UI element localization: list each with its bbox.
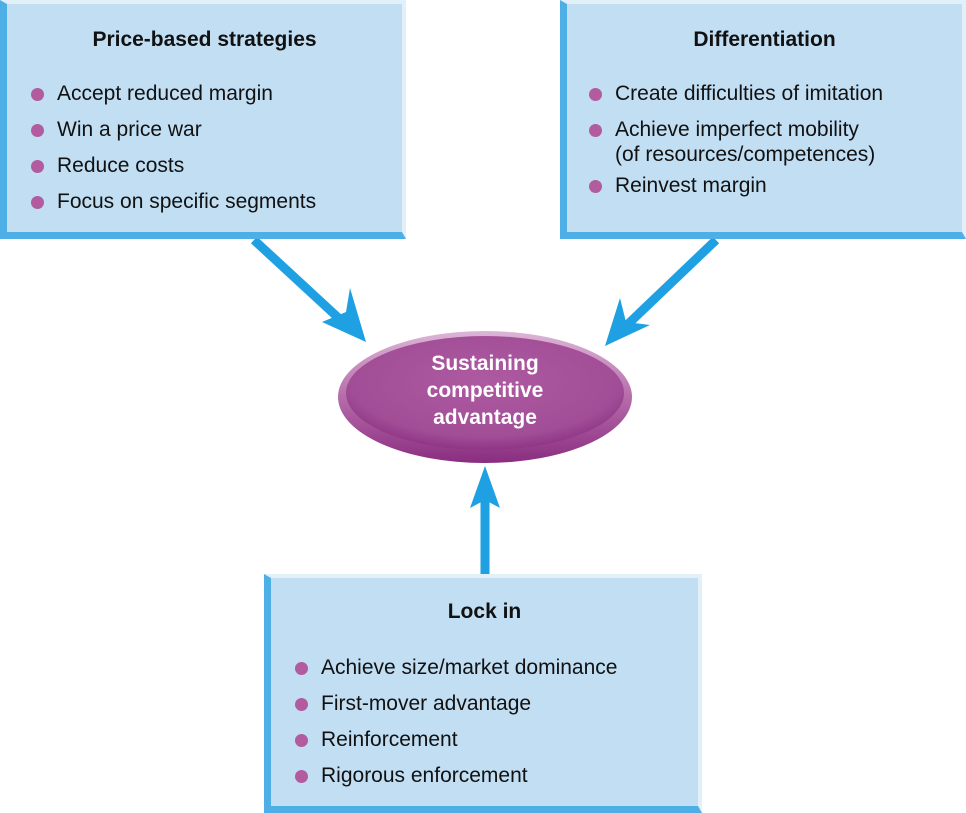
list-item-text: Accept reduced margin	[57, 82, 273, 105]
center-label-line: competitive	[426, 379, 544, 402]
bullet-icon	[295, 734, 308, 747]
list-item-text: Rigorous enforcement	[321, 764, 528, 787]
list-item-text: Reinforcement	[321, 728, 458, 751]
list-item: Create difficulties of imitation	[589, 76, 962, 112]
center-ellipse	[338, 331, 632, 463]
arrow-lockin-to-center	[470, 466, 500, 575]
bullet-icon	[31, 124, 44, 137]
bullet-icon	[589, 180, 602, 193]
differentiation-box: Differentiation Create difficulties of i…	[560, 0, 966, 239]
arrow-differentiation-to-center	[605, 236, 720, 346]
center-label: Sustaining competitive advantage	[340, 350, 630, 431]
list-item: Win a price war	[31, 112, 402, 148]
list-item: Rigorous enforcement	[295, 758, 698, 794]
arrow-price-to-center	[250, 236, 366, 342]
list-item: Accept reduced margin	[31, 76, 402, 112]
bullet-icon	[295, 698, 308, 711]
list-item: Reinforcement	[295, 722, 698, 758]
list-item-text: First-mover advantage	[321, 692, 532, 715]
box-title: Price-based strategies	[92, 28, 317, 51]
bullet-icon	[31, 196, 44, 209]
list-item: Achieve size/market dominance	[295, 650, 698, 686]
lock-in-box: Lock in Achieve size/market dominance Fi…	[264, 574, 702, 813]
box-title: Differentiation	[693, 28, 836, 51]
bullet-icon	[31, 160, 44, 173]
list-item-text: Create difficulties of imitation	[615, 82, 884, 105]
bullet-icon	[295, 770, 308, 783]
bullet-list: Achieve size/market dominance First-move…	[295, 650, 698, 794]
list-item-text: Reduce costs	[57, 154, 185, 177]
list-item-text-continued: (of resources/competences)	[615, 143, 876, 166]
box-title: Lock in	[447, 600, 522, 623]
list-item: First-mover advantage	[295, 686, 698, 722]
price-based-strategies-box: Price-based strategies Accept reduced ma…	[0, 0, 406, 239]
list-item-text: Win a price war	[57, 118, 202, 141]
bullet-list: Accept reduced margin Win a price war Re…	[31, 76, 402, 220]
list-item: Focus on specific segments	[31, 184, 402, 220]
list-item-text: Focus on specific segments	[57, 190, 317, 213]
list-item: Reinvest margin	[589, 168, 962, 204]
bullet-icon	[589, 88, 602, 101]
bullet-icon	[31, 88, 44, 101]
bullet-list: Create difficulties of imitation Achieve…	[589, 76, 962, 204]
bullet-icon	[295, 662, 308, 675]
bullet-icon	[589, 124, 602, 137]
center-label-line: advantage	[433, 406, 537, 429]
list-item-text: Achieve size/market dominance	[321, 656, 618, 679]
list-item: Achieve imperfect mobility(of resources/…	[589, 112, 962, 168]
list-item-text: Achieve imperfect mobility	[615, 118, 859, 141]
list-item: Reduce costs	[31, 148, 402, 184]
center-label-line: Sustaining	[431, 352, 539, 375]
list-item-text: Reinvest margin	[615, 174, 767, 197]
